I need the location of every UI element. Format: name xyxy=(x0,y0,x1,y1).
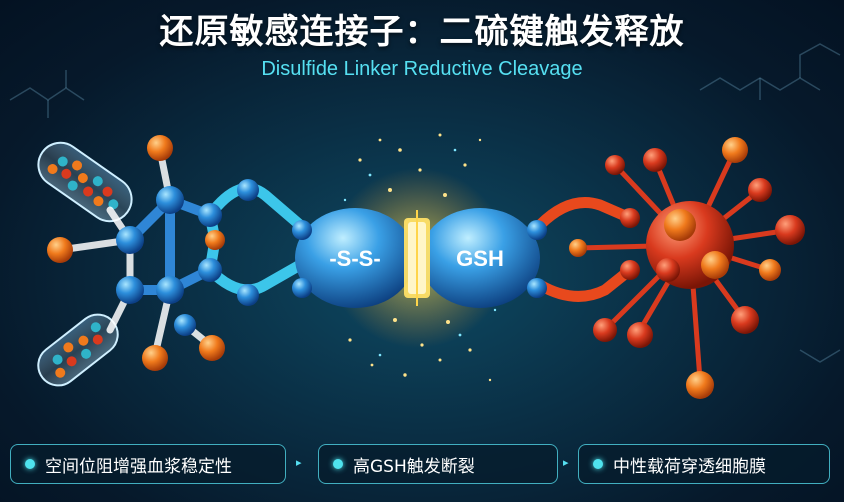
page-subtitle: Disulfide Linker Reductive Cleavage xyxy=(261,58,583,80)
payload-icon xyxy=(534,137,805,399)
feature-pill-stability: 空间位阻增强血浆稳定性 xyxy=(10,444,286,484)
feature-label: 空间位阻增强血浆稳定性 xyxy=(45,456,232,477)
background-formula-decor xyxy=(9,43,841,363)
page-title: 还原敏感连接子：二硫键触发释放 xyxy=(159,12,685,52)
bullet-dot-icon xyxy=(333,459,343,469)
feature-label: 中性载荷穿透细胞膜 xyxy=(613,456,766,477)
bond-label: -S-S- xyxy=(329,246,380,271)
disulfide-bond-molecule: -S-S- GSH xyxy=(292,208,547,308)
feature-pill-gsh-trigger: 高GSH触发断裂 xyxy=(318,444,558,484)
bullet-dot-icon xyxy=(25,459,35,469)
molecule-icon xyxy=(47,135,306,371)
feature-pill-payload: 中性载荷穿透细胞膜 xyxy=(578,444,830,484)
reductant-label: GSH xyxy=(456,246,504,271)
bullet-dot-icon xyxy=(593,459,603,469)
feature-label: 高GSH触发断裂 xyxy=(353,456,475,477)
capsule-icon xyxy=(37,141,133,387)
arrow-right-icon: ▸ xyxy=(563,456,569,469)
arrow-right-icon: ▸ xyxy=(296,456,302,469)
